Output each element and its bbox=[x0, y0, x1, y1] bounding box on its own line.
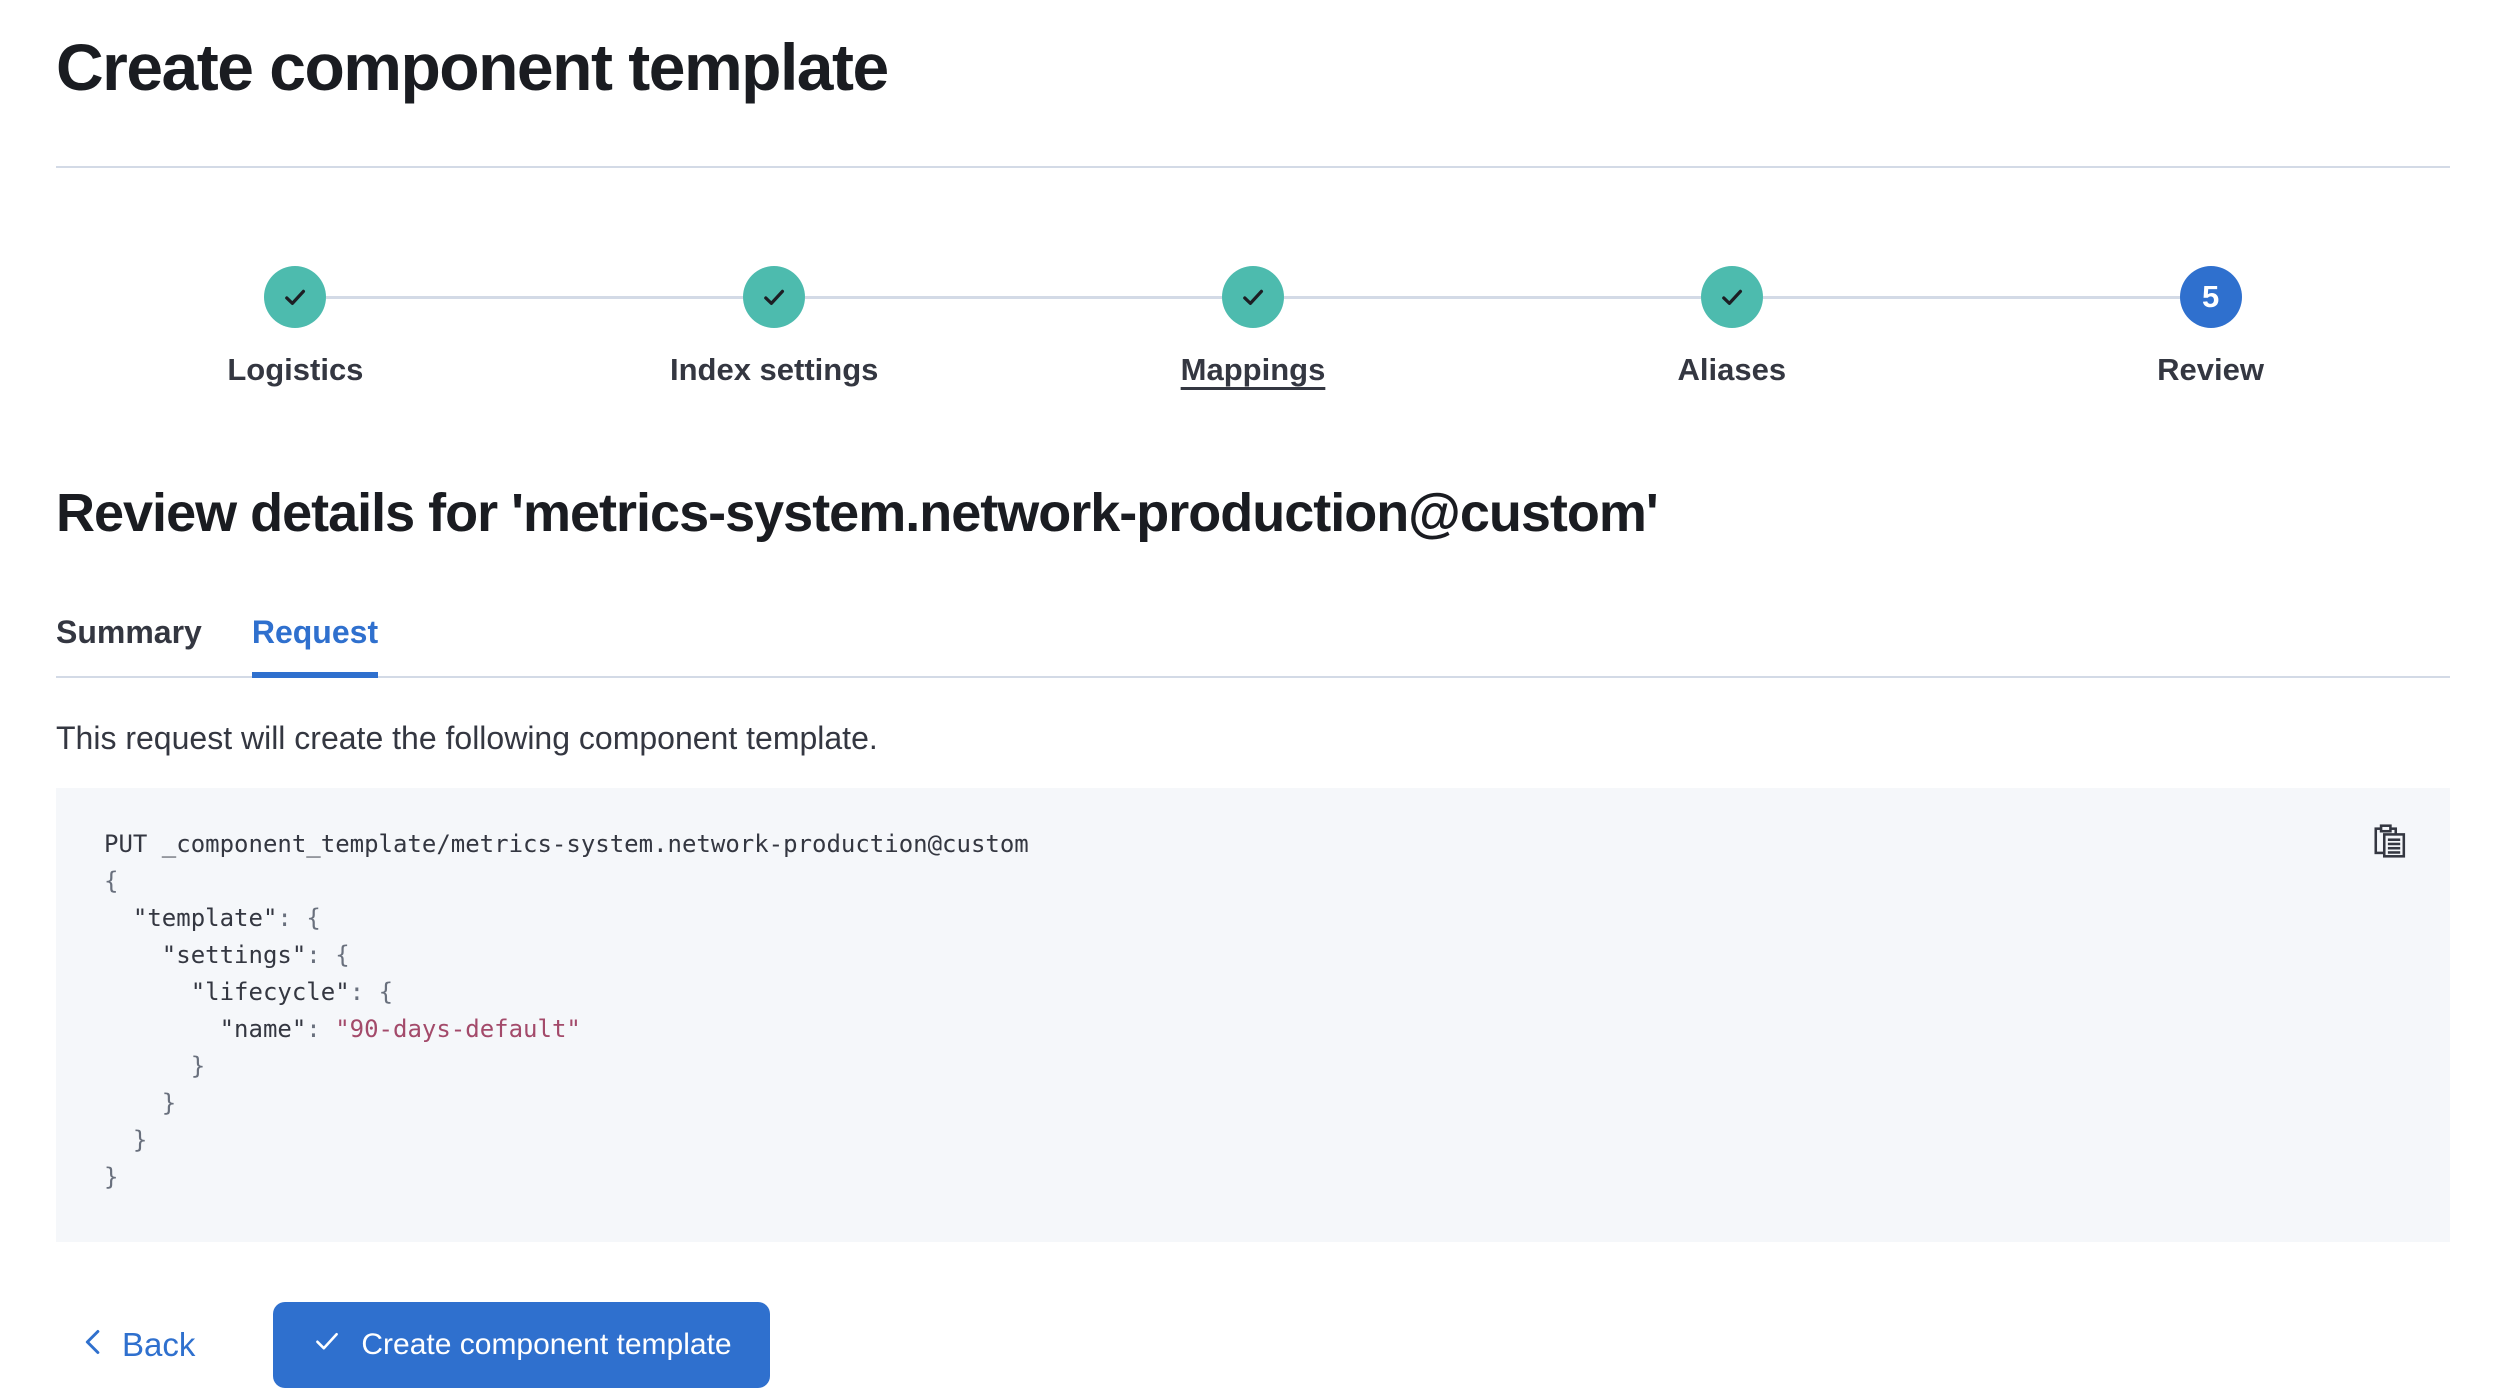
code-line: "settings": { bbox=[161, 941, 350, 969]
back-button-label: Back bbox=[122, 1326, 196, 1363]
step-label: Review bbox=[2157, 352, 2264, 387]
chevron-left-icon bbox=[80, 1326, 108, 1364]
step-check-icon bbox=[743, 266, 806, 328]
back-button[interactable]: Back bbox=[56, 1326, 219, 1364]
create-component-template-page: Create component template Logistics Index… bbox=[0, 28, 2506, 1388]
code-line: PUT _component_template/metrics-system.n… bbox=[104, 830, 1029, 858]
step-label: Aliases bbox=[1677, 352, 1787, 387]
step-label: Index settings bbox=[669, 352, 879, 387]
step-check-icon bbox=[1700, 266, 1763, 328]
create-component-template-button[interactable]: Create component template bbox=[273, 1302, 770, 1388]
step-check-icon bbox=[264, 266, 327, 328]
step-label: Logistics bbox=[227, 352, 364, 387]
step-number-badge: 5 bbox=[2179, 266, 2242, 328]
check-icon bbox=[311, 1325, 343, 1365]
step-logistics[interactable]: Logistics bbox=[56, 266, 535, 388]
request-description: This request will create the following c… bbox=[56, 720, 878, 756]
tab-summary[interactable]: Summary bbox=[56, 614, 202, 650]
step-label: Mappings bbox=[1180, 352, 1326, 387]
copy-button[interactable] bbox=[2372, 823, 2408, 861]
step-mappings[interactable]: Mappings bbox=[1013, 266, 1493, 388]
tab-bar: Summary Request bbox=[56, 612, 2450, 678]
tab-request[interactable]: Request bbox=[251, 612, 379, 678]
create-button-label: Create component template bbox=[361, 1328, 732, 1361]
step-aliases[interactable]: Aliases bbox=[1492, 266, 1971, 388]
review-heading: Review details for 'metrics-system.netwo… bbox=[56, 483, 1659, 543]
code-line: } bbox=[104, 1163, 119, 1191]
code-line: { bbox=[104, 867, 119, 895]
code-line: "lifecycle": { bbox=[190, 978, 394, 1006]
code-line: "name": "90-days-default" bbox=[219, 1015, 581, 1043]
request-code-block: PUT _component_template/metrics-system.n… bbox=[56, 788, 2450, 1242]
code-lines: PUT _component_template/metrics-system.n… bbox=[104, 826, 2402, 1196]
code-line: } bbox=[104, 1089, 177, 1117]
code-line: "template": { bbox=[132, 904, 321, 932]
step-index-settings[interactable]: Index settings bbox=[534, 266, 1014, 388]
code-line: } bbox=[104, 1052, 206, 1080]
step-check-icon bbox=[1221, 266, 1284, 328]
copy-clipboard-icon bbox=[2373, 823, 2407, 861]
footer-actions: Back Create component template bbox=[56, 1302, 2450, 1388]
page-title: Create component template bbox=[56, 30, 889, 104]
header-divider bbox=[56, 166, 2450, 168]
code-line: } bbox=[104, 1126, 148, 1154]
